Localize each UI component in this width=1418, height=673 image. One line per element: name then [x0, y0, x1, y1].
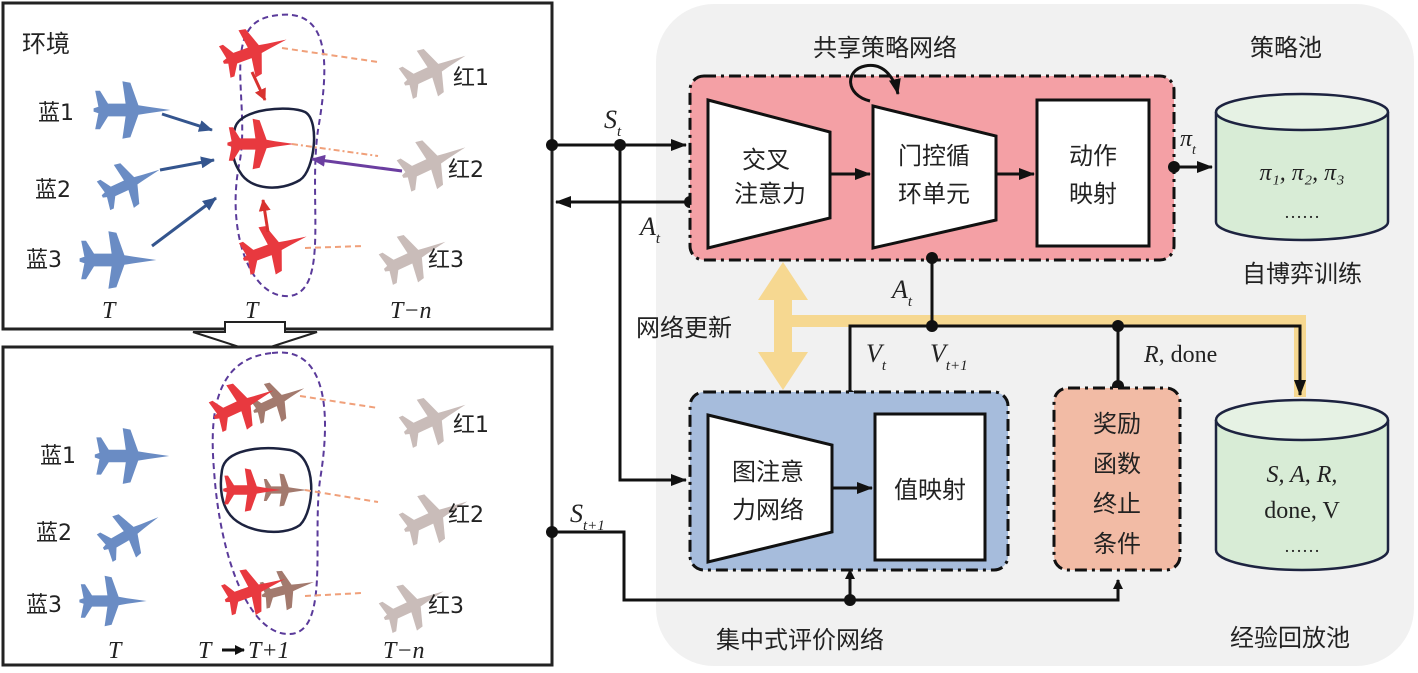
graph-attention-block — [706, 413, 834, 564]
red-arrow-up — [258, 199, 271, 233]
junction-dot — [1112, 320, 1124, 332]
time-label-b-t-from: T — [198, 638, 213, 664]
junction-dot — [614, 139, 626, 151]
blue-label-b1: 蓝1 — [40, 444, 76, 469]
reward-line3: 终止 — [1093, 490, 1141, 518]
red-label-b2: 红2 — [448, 503, 484, 528]
red-label-b3: 红3 — [428, 594, 464, 619]
blue-label-3: 蓝3 — [26, 248, 62, 273]
signal-pi-t: πt — [1180, 126, 1197, 158]
bus-lines — [848, 258, 1306, 396]
signal-v-t: Vt — [866, 339, 887, 374]
dashed-link-2 — [291, 143, 379, 157]
signal-s-t: St — [604, 105, 622, 140]
strategy-pool-caption: 自博弈训练 — [1242, 260, 1362, 288]
red-label-2: 红2 — [448, 158, 484, 183]
environment-title: 环境 — [22, 30, 70, 58]
group-ellipse — [234, 13, 326, 298]
junction-dot — [844, 594, 856, 606]
junction-dot — [926, 320, 938, 332]
junction-dot — [546, 526, 558, 538]
strategy-pool-content: π₁, π₂, π₃ — [1259, 160, 1344, 186]
value-map-label: 值映射 — [894, 476, 966, 504]
strategy-pool: 策略池 π₁, π₂, π₃ …… 自博弈训练 — [1214, 34, 1390, 288]
focus-circle — [231, 107, 316, 189]
cross-attention-line1: 交叉 — [742, 146, 790, 174]
cross-attention-line2: 注意力 — [734, 180, 806, 208]
network-update-arrow — [758, 262, 1306, 397]
time-label-b-t: T — [108, 638, 123, 664]
signal-a-t-bus: At — [890, 275, 913, 310]
critic-network: 图注意 力网络 值映射 集中式评价网络 — [688, 390, 1010, 654]
reward-line2: 函数 — [1093, 450, 1141, 478]
blue-arrow-1 — [161, 112, 213, 132]
replay-pool-line1: S, A, R, — [1267, 462, 1338, 488]
replay-pool: S, A, R, done, V …… 经验回放池 — [1214, 398, 1390, 652]
replay-pool-ellipsis: …… — [1284, 536, 1320, 556]
signal-s-next: St+1 — [570, 499, 605, 534]
action-map-block — [1035, 98, 1151, 248]
red-arrow-down — [250, 71, 267, 101]
signal-a-t: At — [638, 212, 661, 247]
network-update-label: 网络更新 — [636, 314, 732, 342]
blue-label-1: 蓝1 — [38, 101, 74, 126]
time-label-t1: T — [102, 298, 117, 324]
dashed-link-1 — [281, 47, 379, 63]
cross-attention-block — [706, 98, 832, 250]
gru-block — [871, 104, 998, 250]
blue-arrow-2 — [159, 156, 215, 172]
strategy-pool-title: 策略池 — [1250, 34, 1322, 62]
gru-line2: 环单元 — [898, 180, 970, 208]
blue-label-b3: 蓝3 — [26, 593, 62, 618]
time-label-b-t-to: T+1 — [248, 638, 290, 664]
replay-pool-caption: 经验回放池 — [1230, 624, 1350, 652]
time-label-t2: T — [245, 298, 260, 324]
replay-pool-line2: done, V — [1264, 498, 1340, 524]
blue-label-2: 蓝2 — [35, 178, 71, 203]
reward-block: 奖励 函数 终止 条件 — [1052, 386, 1182, 572]
action-map-line1: 动作 — [1069, 142, 1117, 170]
recurrent-loop-icon — [849, 63, 901, 103]
signal-v-next: Vt+1 — [930, 339, 968, 374]
purple-arrow — [311, 154, 403, 173]
policy-network: 共享策略网络 交叉 注意力 门控循 环单元 动作 映射 — [688, 34, 1176, 262]
critic-network-title: 集中式评价网络 — [716, 626, 884, 654]
dashed-link-b1 — [299, 395, 379, 409]
red-label-1: 红1 — [453, 66, 489, 91]
junction-dot — [1168, 161, 1180, 173]
time-label-b-tn: T−n — [383, 638, 425, 664]
strategy-pool-ellipsis: …… — [1284, 202, 1320, 222]
dashed-link-b2 — [304, 489, 379, 503]
blue-label-b2: 蓝2 — [36, 521, 72, 546]
signal-reward-done: R, done — [1143, 342, 1217, 368]
focus-circle-2 — [219, 446, 313, 534]
graph-attention-line2: 力网络 — [732, 496, 804, 524]
reward-line4: 条件 — [1093, 530, 1141, 558]
environment-bottom: 蓝1 蓝2 蓝3 红1 红2 红3 T T T+1 T−n — [1, 345, 554, 667]
reward-line1: 奖励 — [1093, 410, 1141, 438]
policy-network-title: 共享策略网络 — [813, 34, 957, 62]
value-map-block — [873, 412, 987, 562]
action-map-line2: 映射 — [1069, 180, 1117, 208]
junction-dot — [546, 139, 558, 151]
red-label-3: 红3 — [428, 248, 464, 273]
graph-attention-line1: 图注意 — [732, 458, 804, 486]
group-ellipse-2 — [211, 351, 327, 636]
red-label-b1: 红1 — [453, 413, 489, 438]
time-label-tn: T−n — [390, 298, 432, 324]
transition-arrow — [192, 321, 318, 354]
environment-top: 环境 蓝1 蓝2 蓝3 红1 红2 红3 T — [1, 1, 554, 331]
gru-line1: 门控循 — [898, 142, 970, 170]
junction-dot — [926, 252, 938, 264]
blue-arrow-3 — [151, 196, 217, 248]
